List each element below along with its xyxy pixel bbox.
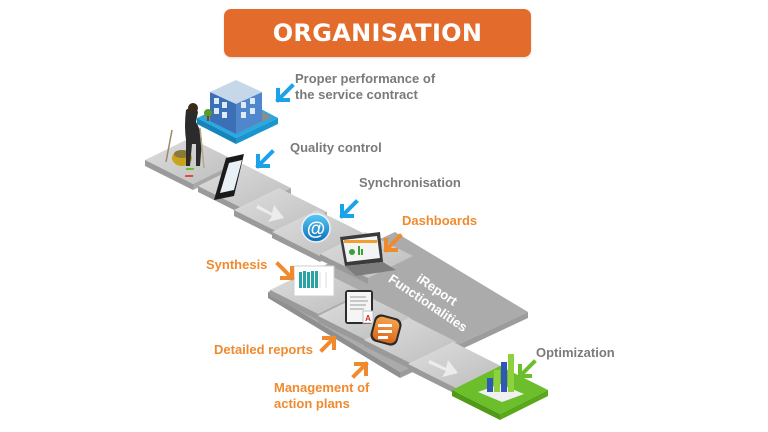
label-detailed-reports: Detailed reports [214,342,313,357]
building-icon [197,80,278,144]
blue-arrow-icon [275,83,295,103]
at-sign-icon: @ [301,213,331,243]
label-synthesis: Synthesis [206,257,268,272]
orange-arrow-icon [383,233,403,253]
blue-arrow-icon [255,149,275,169]
checklist-icon [370,314,402,346]
cleaner-person-icon [165,103,205,169]
label-optimization: Optimization [536,345,615,360]
bar-chart-icon [478,354,524,402]
orange-arrow-icon [275,261,295,281]
label-action-plans-line-2: action plans [274,396,350,411]
orange-arrow-icon [319,335,337,353]
svg-text:@: @ [307,219,326,240]
chart-document-icon [293,265,335,297]
page-title: ORGANISATION [272,19,483,47]
title-banner: ORGANISATION [224,9,531,57]
smartphone-icon [184,154,244,200]
label-quality-control: Quality control [290,140,382,155]
label-performance-line-2: the service contract [295,87,418,102]
orange-arrow-icon [351,361,369,379]
flow-arrow-icon [256,205,284,222]
pdf-document-icon: A [345,290,374,324]
label-dashboards: Dashboards [402,213,478,228]
green-arrow-icon [517,359,537,379]
flow-arrow-icon [428,360,458,377]
label-performance-line-1: Proper performance of [295,71,436,86]
label-performance: Proper performance of the service contra… [295,71,435,103]
svg-text:A: A [365,314,371,323]
blue-arrow-icon [339,199,359,219]
laptop-icon [340,232,396,276]
label-synchronisation: Synchronisation [359,175,461,190]
label-action-plans: Management of action plans [274,380,369,412]
label-action-plans-line-1: Management of [274,380,370,395]
